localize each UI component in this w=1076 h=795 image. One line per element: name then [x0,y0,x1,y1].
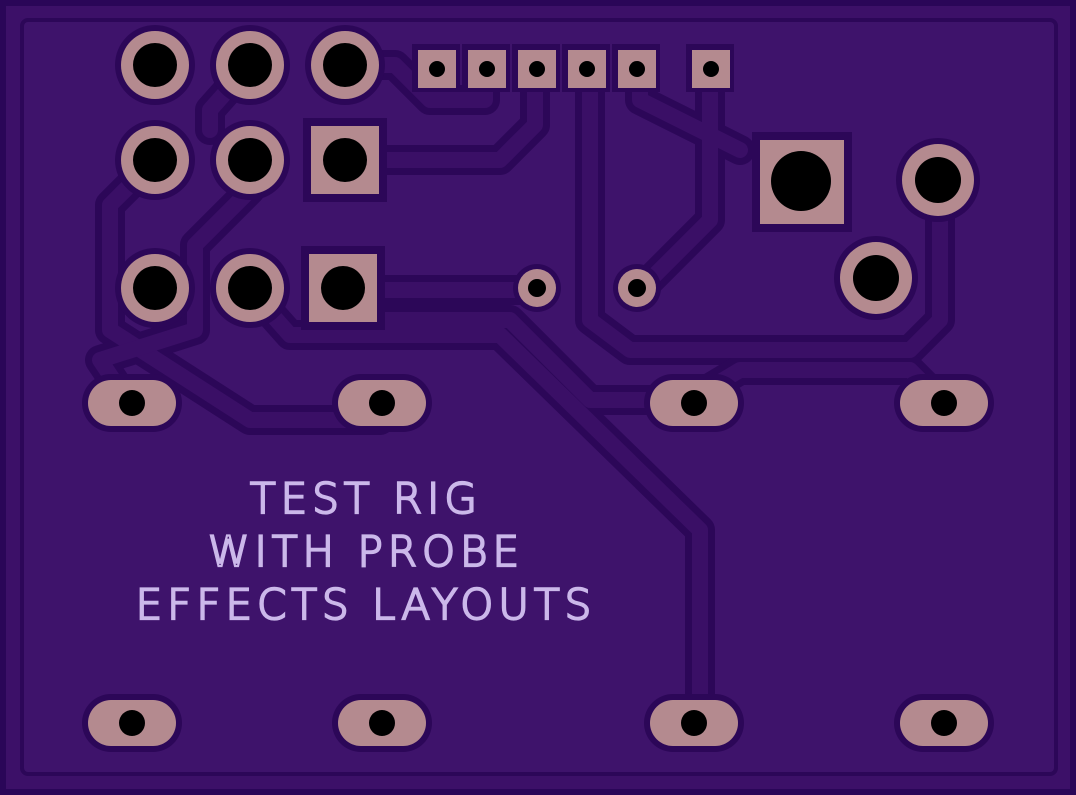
vias [513,264,661,312]
silk-line-3: EFFECTS LAYOUTS [136,580,597,629]
silk-line-1: TEST RIG [250,474,482,523]
oval-pads [82,374,994,752]
silkscreen-label: TEST RIG WITH PROBE EFFECTS LAYOUTS [135,473,597,630]
header-3x3 [115,25,387,330]
header-6pin [412,44,734,92]
silk-line-2: WITH PROBE [208,527,524,576]
dc-jack [752,132,980,320]
